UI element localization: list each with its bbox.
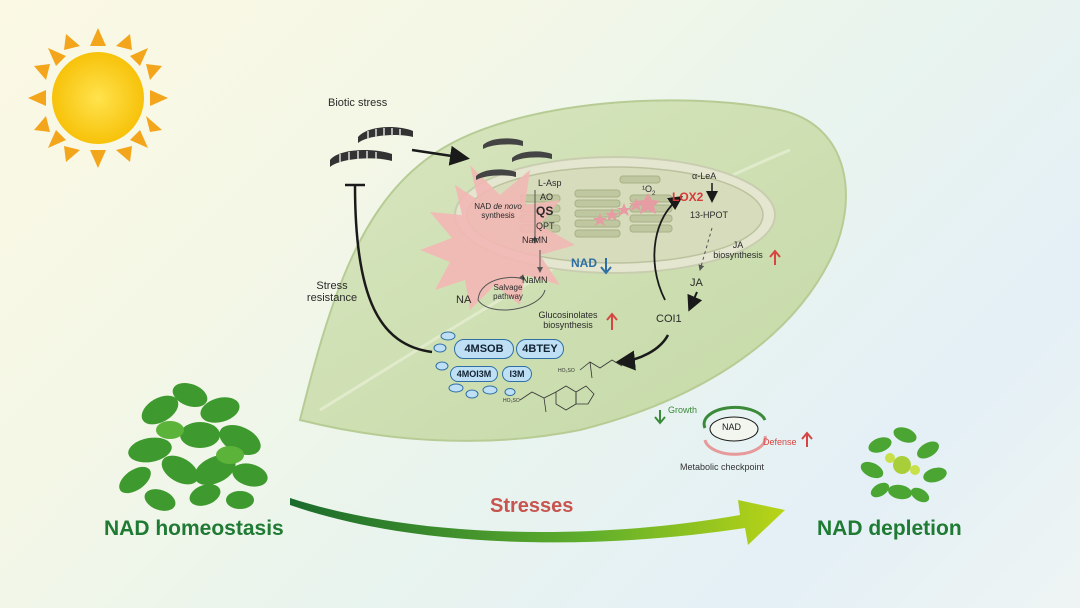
na-label: NA (456, 294, 472, 306)
lox2-label: LOX2 (672, 190, 704, 204)
metabolite-4moi3m: 4MOI3M (450, 366, 498, 382)
caterpillar-icon (330, 127, 552, 180)
chemical-structure-icon (519, 359, 623, 413)
glucosinolates-label: Glucosinolates biosynthesis (538, 310, 598, 330)
metabolic-checkpoint-cycle (702, 405, 767, 456)
nad-cycle-label: NAD (722, 422, 742, 432)
plant-icon (119, 382, 268, 511)
ao-label: AO (540, 192, 554, 202)
qpt-label: QPT (536, 221, 555, 231)
star-icon (593, 193, 660, 226)
nad-depletion-label: NAD depletion (817, 517, 962, 540)
nad-down-label: NAD (571, 256, 597, 270)
plant-icon (860, 427, 947, 503)
ja-biosynthesis-label: JA biosynthesis (713, 240, 763, 260)
nad-burst (420, 165, 575, 310)
coi1-label: COI1 (656, 313, 682, 325)
stresses-arrow (290, 498, 785, 545)
stress-resistance-arrow (345, 183, 433, 354)
metabolite-i3m: I3M (502, 366, 532, 382)
growth-label: Growth (668, 405, 698, 415)
nad-de-novo-label: NAD de novo synthesis (474, 202, 522, 220)
l-asp-label: L-Asp (538, 178, 562, 188)
singlet-oxygen-label: ¹O2 (642, 184, 656, 197)
biotic-stress-label: Biotic stress (328, 97, 388, 109)
metabolite-4msob: 4MSOB (454, 339, 514, 359)
namn-label-bottom: NaMN (522, 275, 548, 285)
nad-homeostasis-label: NAD homeostasis (104, 517, 284, 540)
svg-text:HO₃SO: HO₃SO (503, 398, 520, 404)
metabolite-4btey: 4BTEY (516, 339, 564, 359)
salvage-pathway-label: Salvage pathway (493, 283, 523, 301)
metabolite-bubbles (433, 331, 516, 399)
stresses-label: Stresses (490, 495, 574, 517)
sun-icon (28, 28, 168, 168)
biotic-arrow (411, 145, 470, 166)
ja-label: JA (690, 277, 703, 289)
stress-resistance-label: Stress resistance (306, 280, 358, 304)
metabolic-checkpoint-label: Metabolic checkpoint (680, 462, 765, 472)
a-lea-label: α-LeA (692, 171, 717, 181)
defense-label: Defense (763, 437, 797, 447)
qs-label: QS (536, 204, 554, 218)
namn-label-top: NaMN (522, 235, 548, 245)
13-hpot-label: 13-HPOT (690, 210, 729, 220)
svg-text:HO₃SO: HO₃SO (558, 368, 575, 374)
